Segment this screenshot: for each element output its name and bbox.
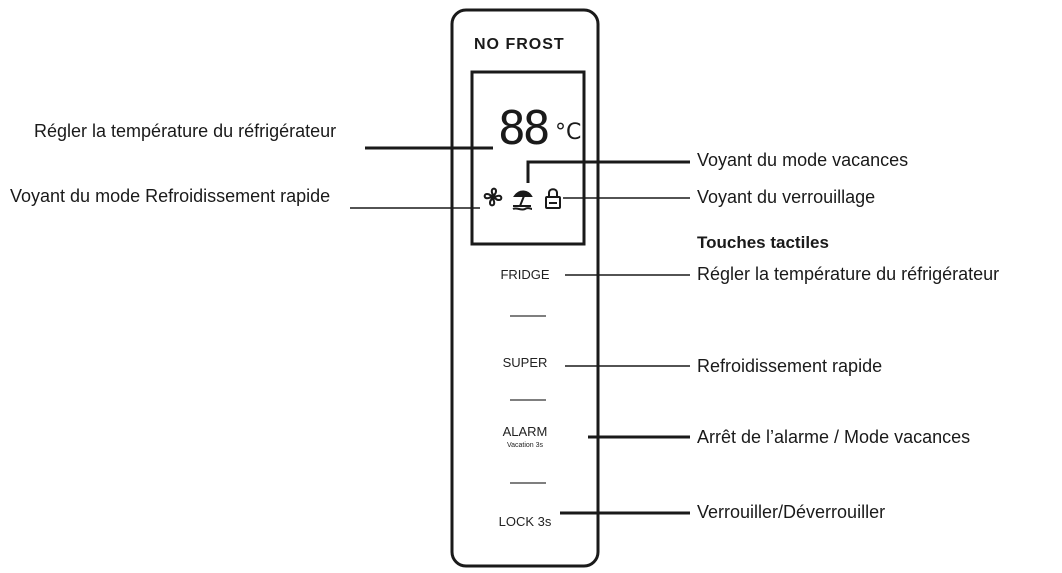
brand-label: NO FROST (474, 36, 565, 53)
label-lock-indicator: Voyant du verrouillage (697, 187, 876, 207)
label-set-fridge-temperature: Régler la température du réfrigérateur (34, 121, 337, 141)
temperature-digits: 88 (498, 101, 550, 155)
label-super-key: Refroidissement rapide (697, 356, 883, 376)
label-alarm-key: Arrêt de l’alarme / Mode vacances (697, 427, 971, 447)
label-fridge-key: Régler la température du réfrigérateur (697, 264, 1000, 284)
lock-key[interactable]: LOCK 3s (498, 514, 552, 529)
label-super-cool-indicator: Voyant du mode Refroidissement rapide (10, 186, 331, 206)
super-key[interactable]: SUPER (502, 355, 548, 370)
fan-icon (483, 187, 503, 207)
touch-keys-header: Touches tactiles (697, 233, 829, 252)
fridge-key[interactable]: FRIDGE (500, 267, 550, 282)
vacation-icon (512, 190, 533, 211)
label-vacation-indicator: Voyant du mode vacances (697, 150, 909, 170)
control-panel-outline (450, 8, 600, 568)
alarm-key-sub: Vacation 3s (506, 442, 544, 449)
display-window (470, 70, 586, 246)
label-lock-key: Verrouiller/Déverrouiller (697, 502, 886, 522)
temperature-unit: °C (555, 120, 582, 145)
leader-line-vacation (526, 160, 690, 183)
alarm-key[interactable]: ALARM (502, 424, 548, 439)
padlock-icon (545, 188, 561, 209)
